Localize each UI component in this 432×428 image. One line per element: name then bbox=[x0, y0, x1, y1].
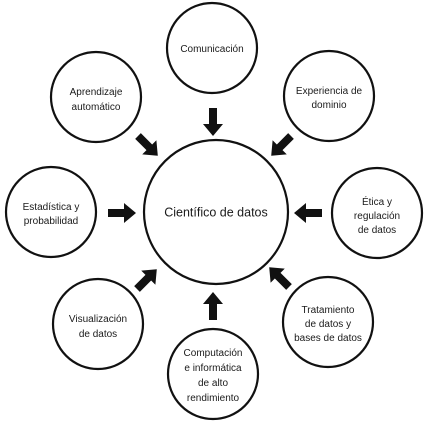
node-label-line: rendimiento bbox=[187, 393, 240, 404]
node-estadistica: Estadística y probabilidad bbox=[4, 165, 98, 259]
arrow-from-comunicacion bbox=[203, 108, 223, 136]
node-label-line: Estadística y bbox=[23, 202, 80, 213]
node-label-line: Ética y bbox=[362, 195, 392, 208]
node-label-line: de datos bbox=[79, 329, 117, 340]
node-computacion: Computación e informática de alto rendim… bbox=[166, 327, 260, 421]
node-label-line: automático bbox=[72, 102, 121, 113]
node-visualizacion: Visualización de datos bbox=[51, 277, 145, 371]
node-label-line: Aprendizaje bbox=[70, 87, 123, 98]
node-tratamiento: Tratamiento de datos y bases de datos bbox=[281, 275, 375, 369]
arrow-from-experiencia bbox=[271, 133, 294, 156]
node-label-line: probabilidad bbox=[24, 216, 79, 227]
arrow-from-visualizacion bbox=[134, 269, 157, 292]
node-label-line: regulación bbox=[354, 211, 400, 222]
node-experiencia: Experiencia de dominio bbox=[282, 49, 376, 143]
node-label-line: Computación bbox=[184, 348, 243, 359]
node-label-line: de datos bbox=[358, 225, 396, 236]
node-label-line: e informática bbox=[184, 363, 242, 374]
node-label-line: Visualización bbox=[69, 314, 127, 325]
center-label-line: Científico de datos bbox=[164, 206, 268, 220]
arrow-from-etica bbox=[294, 203, 322, 223]
node-label-line: Tratamiento bbox=[302, 305, 355, 316]
node-label-line: bases de datos bbox=[294, 333, 362, 344]
arrow-from-estadistica bbox=[108, 203, 136, 223]
node-etica: Ética y regulación de datos bbox=[330, 166, 424, 260]
node-label-line: dominio bbox=[311, 100, 346, 111]
node-label-line: Comunicación bbox=[180, 44, 243, 55]
arrows bbox=[108, 108, 322, 320]
arrow-from-tratamiento bbox=[269, 267, 292, 290]
arrow-from-aprendizaje bbox=[135, 133, 158, 156]
arrow-from-computacion bbox=[203, 292, 223, 320]
node-label-line: de alto bbox=[198, 378, 228, 389]
node-label-line: Experiencia de bbox=[296, 86, 363, 97]
node-comunicacion: Comunicación bbox=[165, 1, 259, 95]
node-aprendizaje: Aprendizaje automático bbox=[49, 50, 143, 144]
center-node: Científico de datos bbox=[142, 138, 290, 286]
node-label-line: de datos y bbox=[305, 319, 351, 330]
